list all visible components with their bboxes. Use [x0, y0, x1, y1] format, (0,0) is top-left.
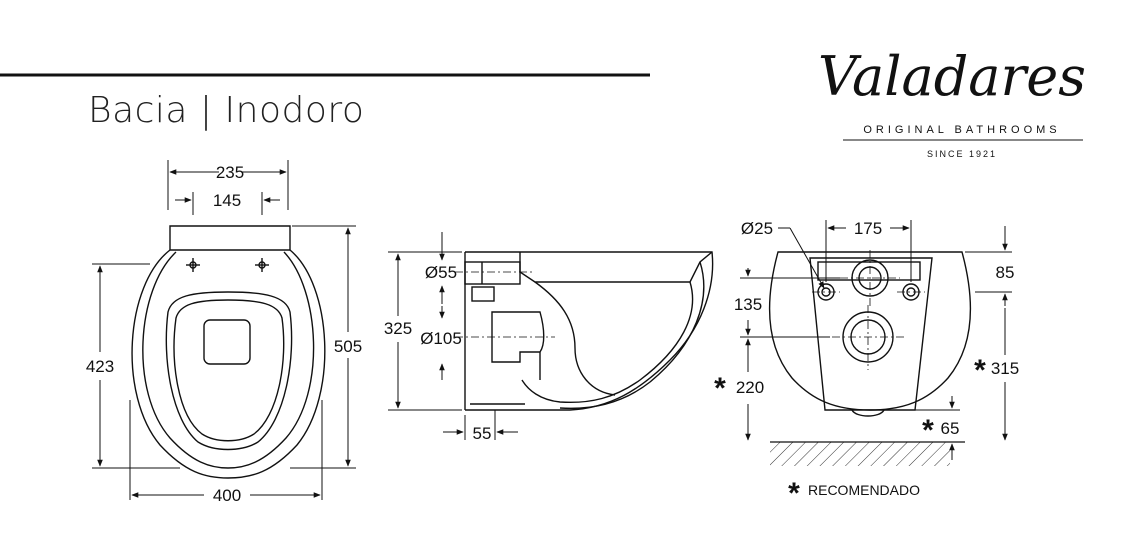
dim-315: 315 [991, 359, 1019, 378]
dim-175: 175 [854, 219, 882, 238]
dim-423: 423 [86, 357, 114, 376]
dim-o55: Ø55 [425, 263, 457, 282]
asterisk-65: * [922, 414, 934, 447]
back-view-dimensions [740, 220, 1012, 460]
side-view [464, 251, 714, 411]
dim-55: 55 [473, 424, 492, 443]
side-view-dimensions [388, 232, 518, 440]
page-title: Bacia | Inodoro [88, 90, 365, 131]
footnote-text: RECOMENDADO [808, 482, 920, 498]
dim-135: 135 [734, 295, 762, 314]
dim-145: 145 [213, 191, 241, 210]
dim-65: 65 [941, 419, 960, 438]
dim-325: 325 [384, 319, 412, 338]
asterisk-220: * [714, 372, 726, 405]
dim-235: 235 [216, 163, 244, 182]
dim-220: 220 [736, 378, 764, 397]
floor-hatch [770, 442, 950, 466]
side-view-centerlines [455, 271, 555, 338]
top-view [131, 225, 326, 479]
brand-since: SINCE 1921 [927, 149, 997, 159]
back-view-centerlines [812, 250, 925, 370]
asterisk-315: * [974, 354, 986, 387]
brand-name: Valadares [818, 45, 1086, 108]
brand-tagline: ORIGINAL BATHROOMS [863, 124, 1060, 136]
brand-logo: Valadares ORIGINAL BATHROOMS SINCE 1921 [818, 45, 1086, 159]
back-view [768, 251, 972, 417]
dim-o105: Ø105 [420, 329, 462, 348]
dim-400: 400 [213, 486, 241, 505]
top-view-dimensions [92, 160, 356, 500]
dim-o25: Ø25 [741, 219, 773, 238]
footnote-asterisk: * [788, 477, 800, 510]
dim-85: 85 [996, 263, 1015, 282]
dim-505: 505 [334, 337, 362, 356]
